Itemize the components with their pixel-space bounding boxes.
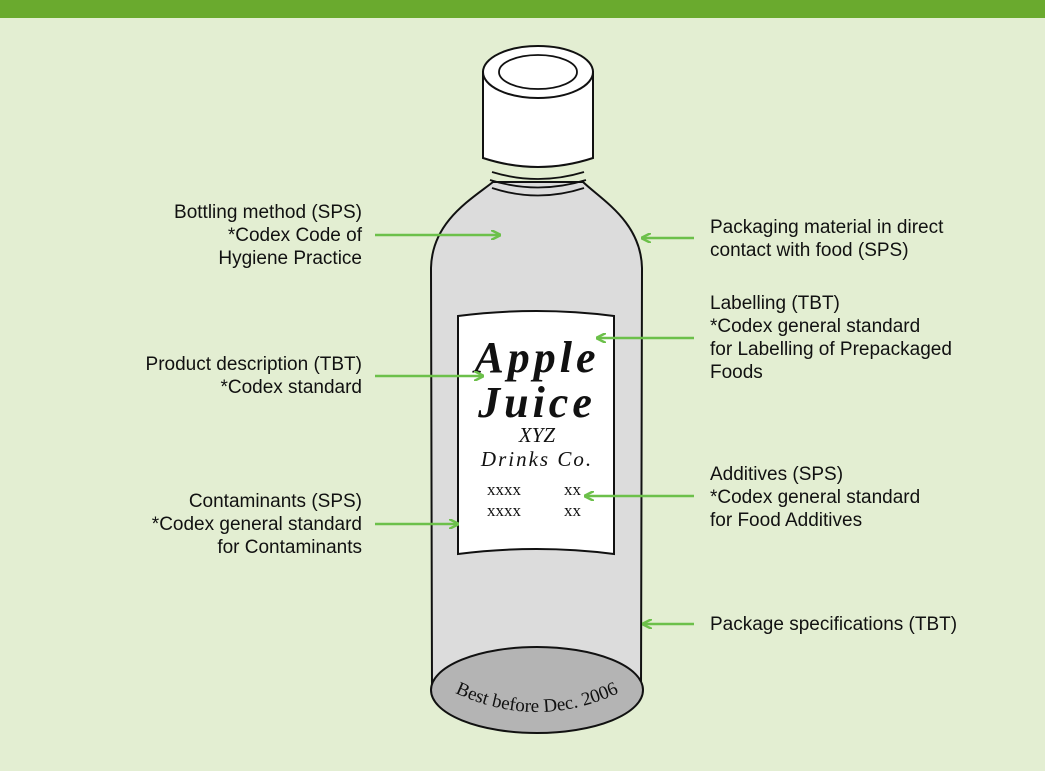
callout-line: Foods [710, 362, 763, 383]
label-code-cell: xx [564, 480, 582, 499]
callout-line: Contaminants (SPS) [188, 491, 362, 512]
callout-line: *Codex general standard [710, 316, 921, 337]
neck-ring [491, 187, 585, 197]
callout-line: Hygiene Practice [218, 248, 362, 269]
callout-line: Package specifications (TBT) [710, 614, 958, 635]
callout-line: Labelling (TBT) [710, 293, 840, 314]
top-banner-bar [0, 0, 1045, 18]
label-code-cell: xx [564, 501, 582, 520]
callout-line: for Food Additives [710, 510, 863, 531]
label-code-cell: xxxx [487, 501, 522, 520]
bottle-cap-opening [498, 54, 578, 90]
callout-package-specifications: Package specifications (TBT) [710, 613, 957, 636]
callout-line: Product description (TBT) [145, 354, 362, 375]
callout-line: *Codex general standard [710, 487, 921, 508]
callout-line: contact with food (SPS) [710, 240, 909, 261]
callout-line: *Codex Code of [227, 225, 362, 246]
neck-ring [491, 171, 585, 180]
bottle-base [430, 646, 644, 734]
callout-line: for Contaminants [217, 537, 362, 558]
bottle-cap [482, 71, 594, 168]
callout-packaging-material: Packaging material in direct contact wit… [710, 216, 943, 262]
callout-line: Packaging material in direct [710, 217, 944, 238]
label-brand-line: Apple [471, 333, 599, 382]
callout-line: Additives (SPS) [710, 464, 844, 485]
callout-line: *Codex standard [220, 377, 362, 398]
callout-bottling-method: Bottling method (SPS) *Codex Code of Hyg… [174, 201, 362, 270]
callout-line: *Codex general standard [151, 514, 362, 535]
callout-product-description: Product description (TBT) *Codex standar… [146, 353, 362, 399]
callout-contaminants: Contaminants (SPS) *Codex general standa… [152, 490, 362, 559]
callout-line: for Labelling of Prepackaged [710, 339, 952, 360]
label-brand-line: Juice [477, 378, 596, 427]
label-maker-line: Drinks Co. [480, 447, 593, 471]
bottle-label [457, 310, 615, 556]
callout-additives: Additives (SPS) *Codex general standard … [710, 463, 920, 532]
neck-ring [489, 179, 587, 189]
callout-line: Bottling method (SPS) [174, 202, 362, 223]
callout-labelling: Labelling (TBT) *Codex general standard … [710, 292, 952, 384]
label-code-cell: xxxx [487, 480, 522, 499]
label-maker-line: XYZ [518, 423, 556, 447]
